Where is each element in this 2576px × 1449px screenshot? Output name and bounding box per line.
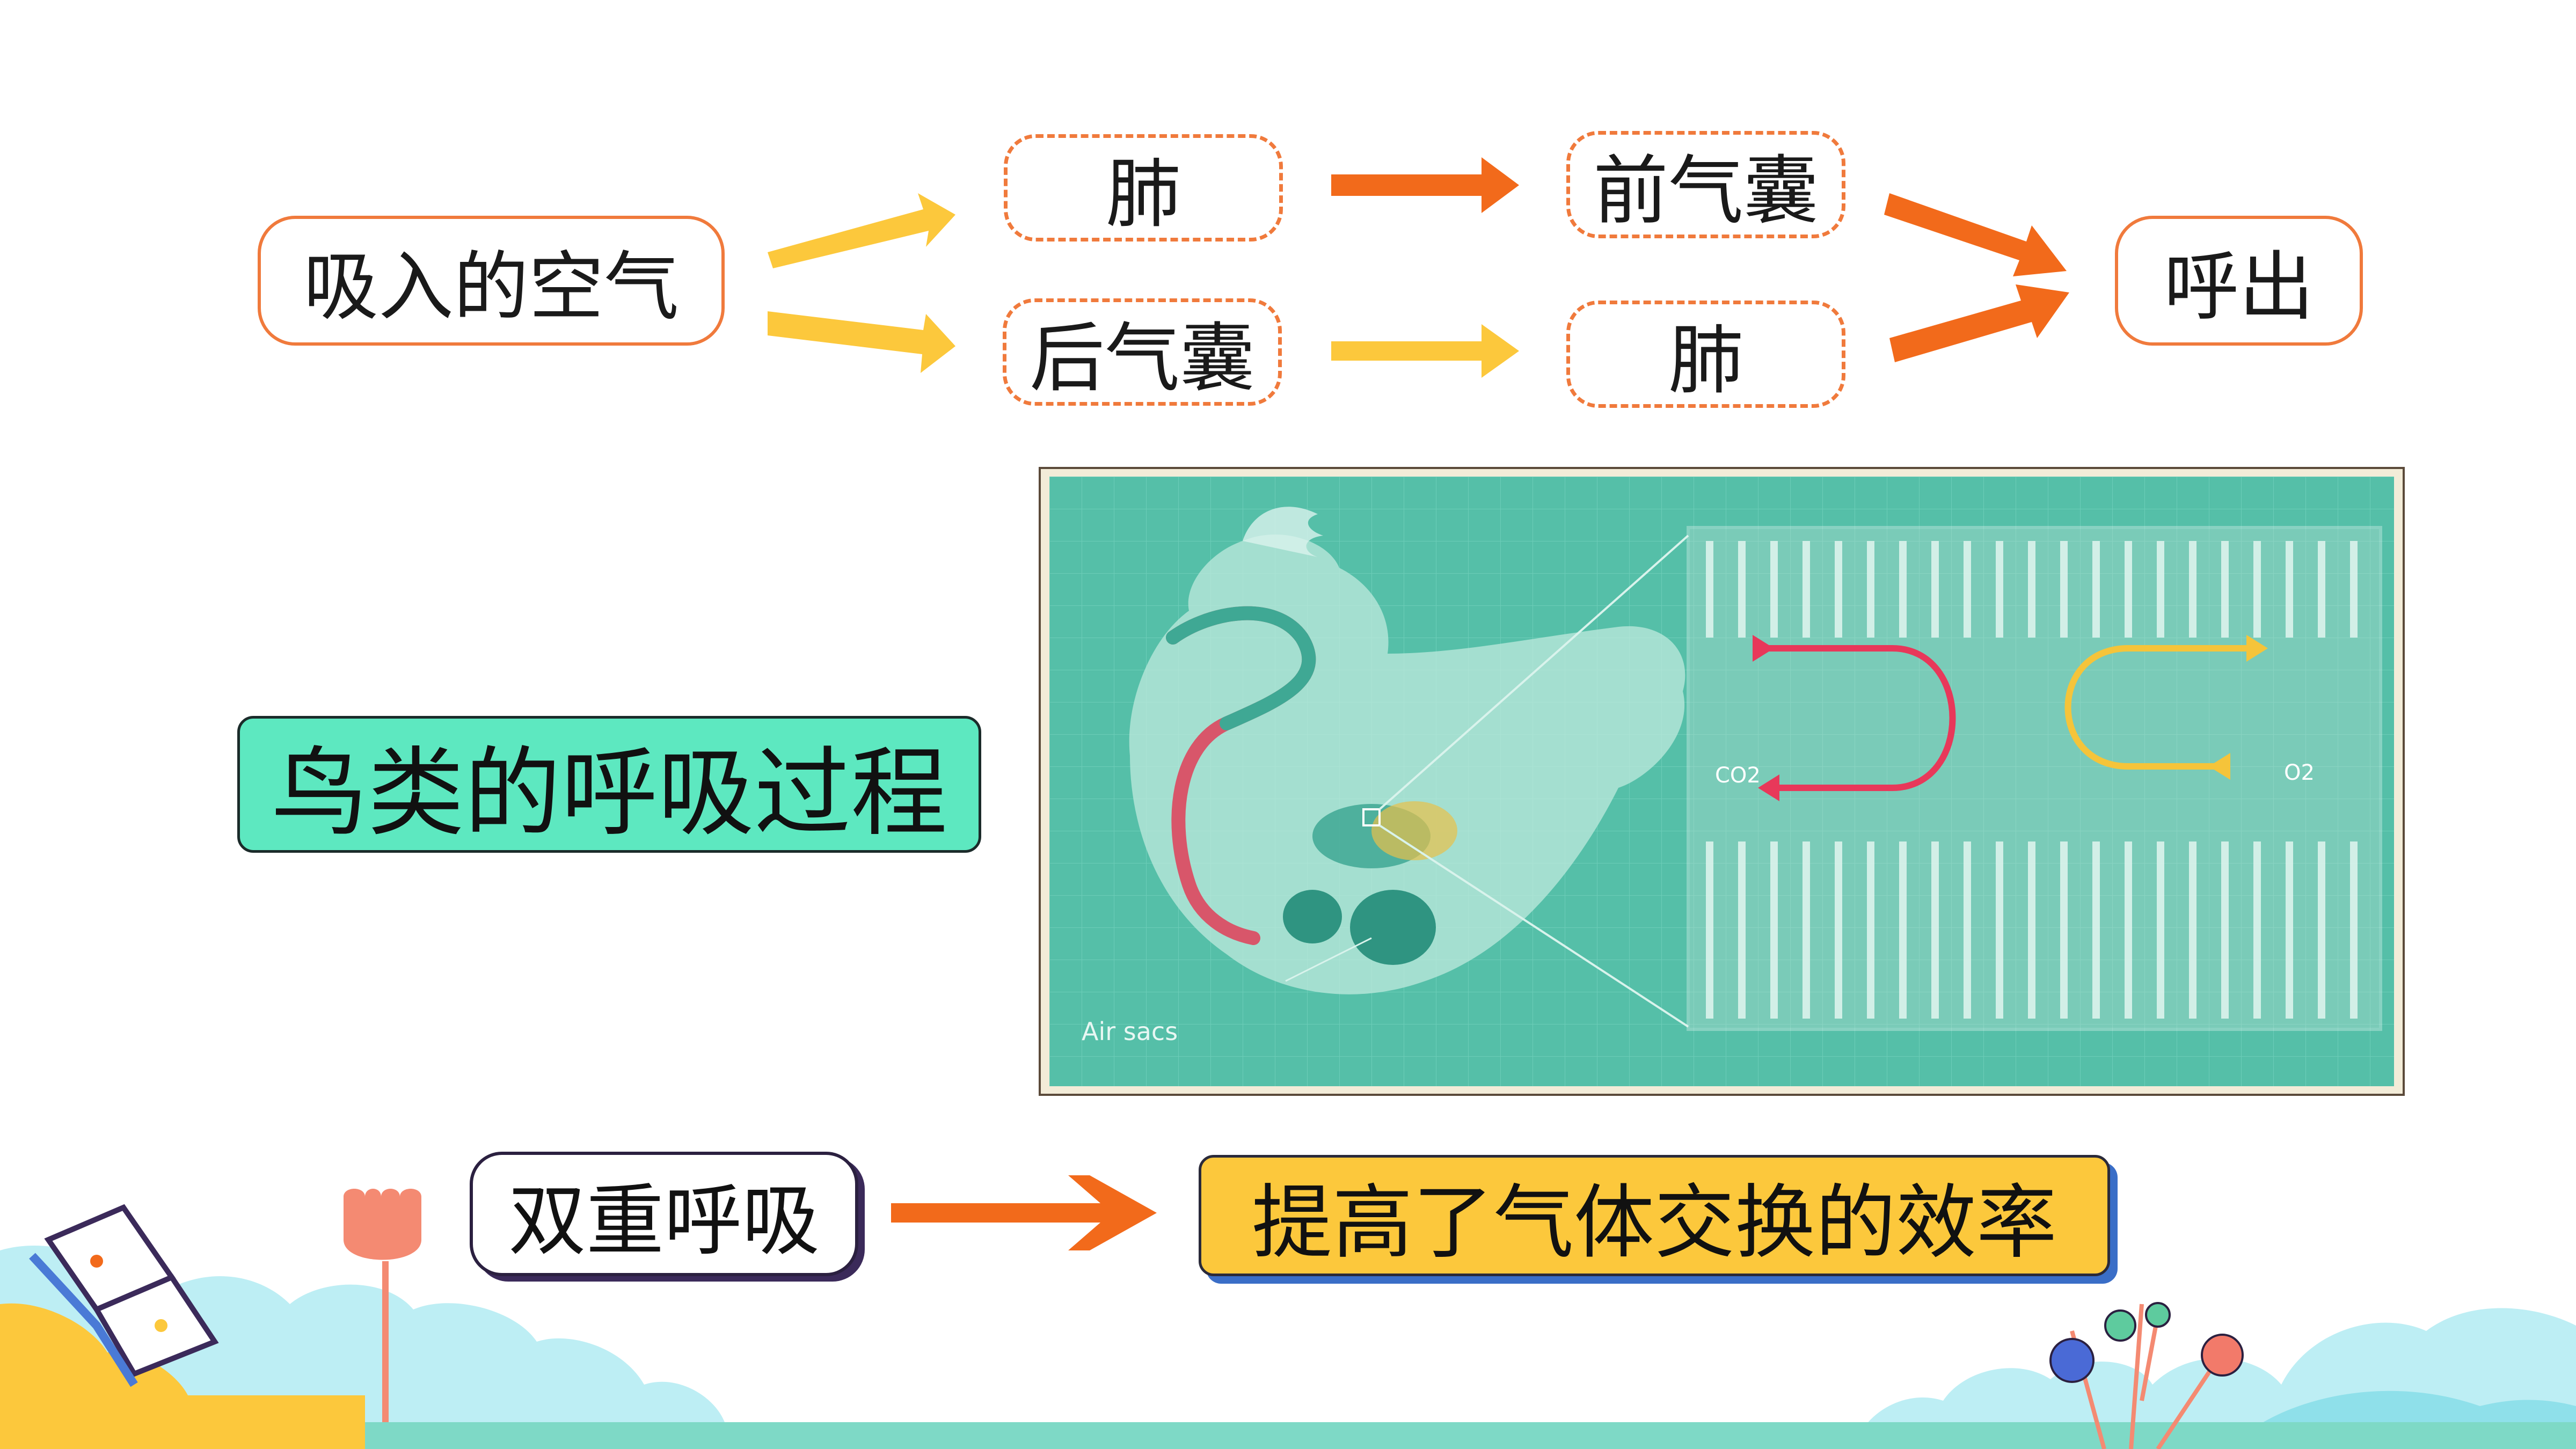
air-sacs-label: Air sacs bbox=[1082, 1017, 1178, 1046]
flow-end-exhale: 呼出 bbox=[2115, 216, 2363, 346]
flow-node-label: 后气囊 bbox=[1029, 315, 1255, 402]
co2-flow-arrow bbox=[1758, 645, 1956, 791]
air-sac bbox=[1350, 890, 1436, 965]
co2-label: CO2 bbox=[1715, 763, 1761, 788]
arrow-start-to-lung bbox=[768, 193, 955, 268]
flow-node-anterior-air-sac: 前气囊 bbox=[1566, 131, 1845, 238]
arrow-anterior-sac-to-exhale bbox=[1884, 193, 2067, 276]
arrow-posterior-sac-to-lung bbox=[1331, 324, 1519, 378]
arrow-lung-to-exhale bbox=[1889, 284, 2069, 362]
bird-respiration-illustration: Air sacs CO2 O2 bbox=[1039, 467, 2405, 1096]
flow-node-posterior-air-sac: 后气囊 bbox=[1003, 298, 1282, 406]
flow-node-label: 前气囊 bbox=[1593, 148, 1819, 235]
flow-node-label: 肺 bbox=[1105, 151, 1181, 238]
balloon-tree-icon bbox=[2049, 1302, 2244, 1449]
page-title-text: 鸟类的呼吸过程 bbox=[271, 737, 947, 850]
bottom-decoration bbox=[0, 1189, 2576, 1449]
air-sac bbox=[1283, 890, 1342, 943]
illustration-svg: Air sacs CO2 O2 bbox=[1049, 477, 2394, 1086]
efficiency-result-box: 提高了气体交换的效率 bbox=[1199, 1155, 2110, 1276]
flow-node-lung-bottom: 肺 bbox=[1566, 301, 1845, 408]
arrow-lung-to-anterior-sac bbox=[1331, 157, 1519, 213]
flow-start-label: 吸入的空气 bbox=[303, 244, 679, 331]
arrow-start-to-posterior-sac bbox=[768, 311, 955, 373]
arrow-cause-to-effect bbox=[891, 1175, 1157, 1250]
efficiency-result-text: 提高了气体交换的效率 bbox=[1251, 1176, 2057, 1270]
double-respiration-text: 双重呼吸 bbox=[508, 1176, 820, 1267]
ground-strip bbox=[365, 1422, 2576, 1449]
o2-label: O2 bbox=[2284, 760, 2315, 785]
flow-node-label: 肺 bbox=[1668, 317, 1743, 405]
page-title: 鸟类的呼吸过程 bbox=[237, 716, 981, 853]
double-respiration-box: 双重呼吸 bbox=[470, 1152, 858, 1276]
illustration-canvas: Air sacs CO2 O2 bbox=[1049, 477, 2394, 1086]
flow-end-label: 呼出 bbox=[2163, 244, 2314, 331]
book-icon bbox=[29, 1204, 219, 1387]
flow-node-lung-top: 肺 bbox=[1004, 134, 1283, 241]
hill-left bbox=[0, 1303, 365, 1449]
o2-flow-arrow bbox=[2064, 645, 2246, 770]
flower-icon bbox=[344, 1189, 421, 1422]
bird-silhouette bbox=[1129, 535, 1685, 994]
flow-start-inhaled-air: 吸入的空气 bbox=[258, 216, 725, 346]
